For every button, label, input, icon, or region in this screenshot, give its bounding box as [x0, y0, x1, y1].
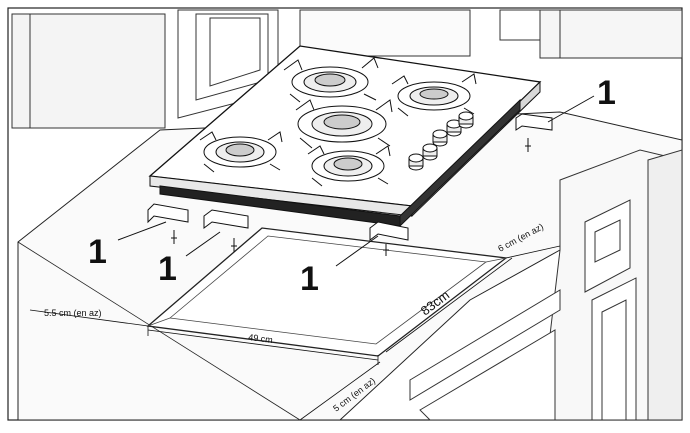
dimension-lines: [29, 245, 561, 421]
clamp-right: [515, 113, 553, 152]
clamp-front-left: [147, 203, 189, 244]
dim-cutout-width: 49 cm: [248, 332, 274, 345]
upper-cabinets: [11, 9, 683, 129]
control-knobs: [408, 111, 474, 171]
burner-front-left: [199, 131, 283, 173]
callout-leaders: [117, 95, 595, 267]
burner-rear-right: [391, 73, 477, 117]
clamp-rear: [369, 221, 409, 256]
callout-clamp-right: 1: [597, 74, 616, 112]
callout-clamp-rear: 1: [300, 260, 319, 298]
clamp-front-middle: [203, 209, 249, 252]
base-cabinets: [409, 149, 683, 421]
burner-center-wok: [295, 99, 393, 149]
burner-rear-left: [283, 57, 379, 103]
burner-front-middle: [307, 145, 391, 187]
callout-clamp-front-left: 1: [88, 233, 107, 271]
callout-clamp-front-middle: 1: [158, 250, 177, 288]
dim-left-offset: 5.5 cm (en az): [44, 308, 102, 318]
